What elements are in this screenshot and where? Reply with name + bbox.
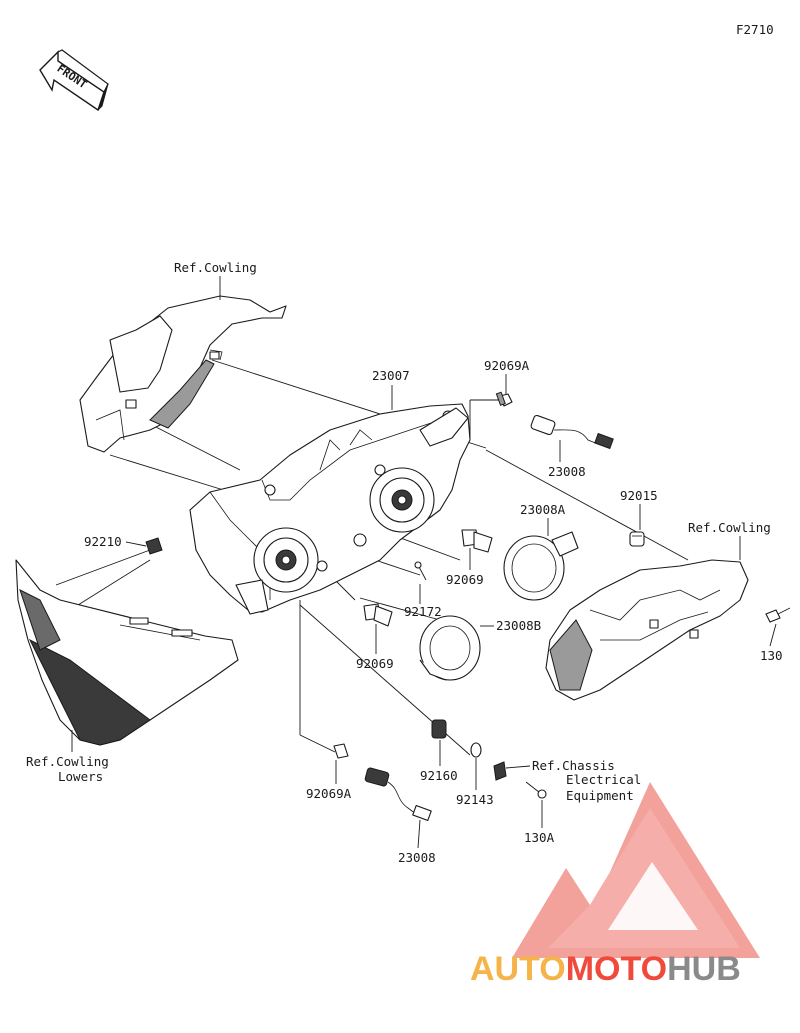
bulb-92069-center xyxy=(461,529,493,553)
label-92069-center: 92069 xyxy=(446,572,484,587)
washer-92143 xyxy=(470,742,482,758)
bulb-92069A-top xyxy=(495,391,513,407)
automotohub-watermark-logo: AUTOMOTOHUB xyxy=(470,782,760,988)
label-92015: 92015 xyxy=(620,488,658,503)
label-ref-cowling-top: Ref.Cowling xyxy=(174,260,257,275)
bolt-130A xyxy=(525,781,547,799)
label-ref-chassis-3: Equipment xyxy=(566,788,634,803)
right-cowling-ref xyxy=(545,559,749,701)
label-92172: 92172 xyxy=(404,604,442,619)
grommet-92015 xyxy=(629,531,645,547)
upper-cowling-ref xyxy=(79,295,287,453)
bulb-92069-lower xyxy=(363,603,393,627)
label-92143: 92143 xyxy=(456,792,494,807)
part-labels: F2710 Ref.Cowling 23007 92069A 23008 920… xyxy=(26,22,783,865)
label-92160: 92160 xyxy=(420,768,458,783)
label-92210: 92210 xyxy=(84,534,122,549)
clip-92210 xyxy=(145,537,163,555)
label-ref-chassis-2: Electrical xyxy=(566,772,641,787)
label-23008A: 23008A xyxy=(520,502,566,517)
socket-23008-top xyxy=(530,414,614,450)
screw-92172 xyxy=(414,561,427,581)
front-arrow-icon: FRONT xyxy=(39,49,109,112)
label-23007: 23007 xyxy=(372,368,410,383)
lower-cowling-ref xyxy=(15,559,239,746)
chassis-bracket-ref xyxy=(493,761,507,781)
label-ref-cowling-lowers-1: Ref.Cowling xyxy=(26,754,109,769)
figure-code: F2710 xyxy=(736,22,774,37)
label-92069A-top: 92069A xyxy=(484,358,530,373)
label-23008-bottom: 23008 xyxy=(398,850,436,865)
label-ref-cowling-lowers-2: Lowers xyxy=(58,769,103,784)
label-92069A-bottom: 92069A xyxy=(306,786,352,801)
watermark-text: AUTOMOTOHUB xyxy=(470,950,741,988)
bolt-130 xyxy=(765,607,791,623)
label-92069-lower: 92069 xyxy=(356,656,394,671)
headlight-housing-23007 xyxy=(189,403,471,615)
label-ref-chassis-1: Ref.Chassis xyxy=(532,758,615,773)
label-130A: 130A xyxy=(524,830,555,845)
label-leaders xyxy=(71,276,777,849)
label-ref-cowling-right: Ref.Cowling xyxy=(688,520,771,535)
socket-23008-bottom xyxy=(364,767,432,821)
label-23008-top: 23008 xyxy=(548,464,586,479)
label-130: 130 xyxy=(760,648,783,663)
cover-23008B xyxy=(419,615,481,681)
label-23008B: 23008B xyxy=(496,618,541,633)
cover-23008A xyxy=(503,531,579,601)
bulb-92069A-bottom xyxy=(333,743,349,759)
grommet-92160 xyxy=(431,719,447,739)
